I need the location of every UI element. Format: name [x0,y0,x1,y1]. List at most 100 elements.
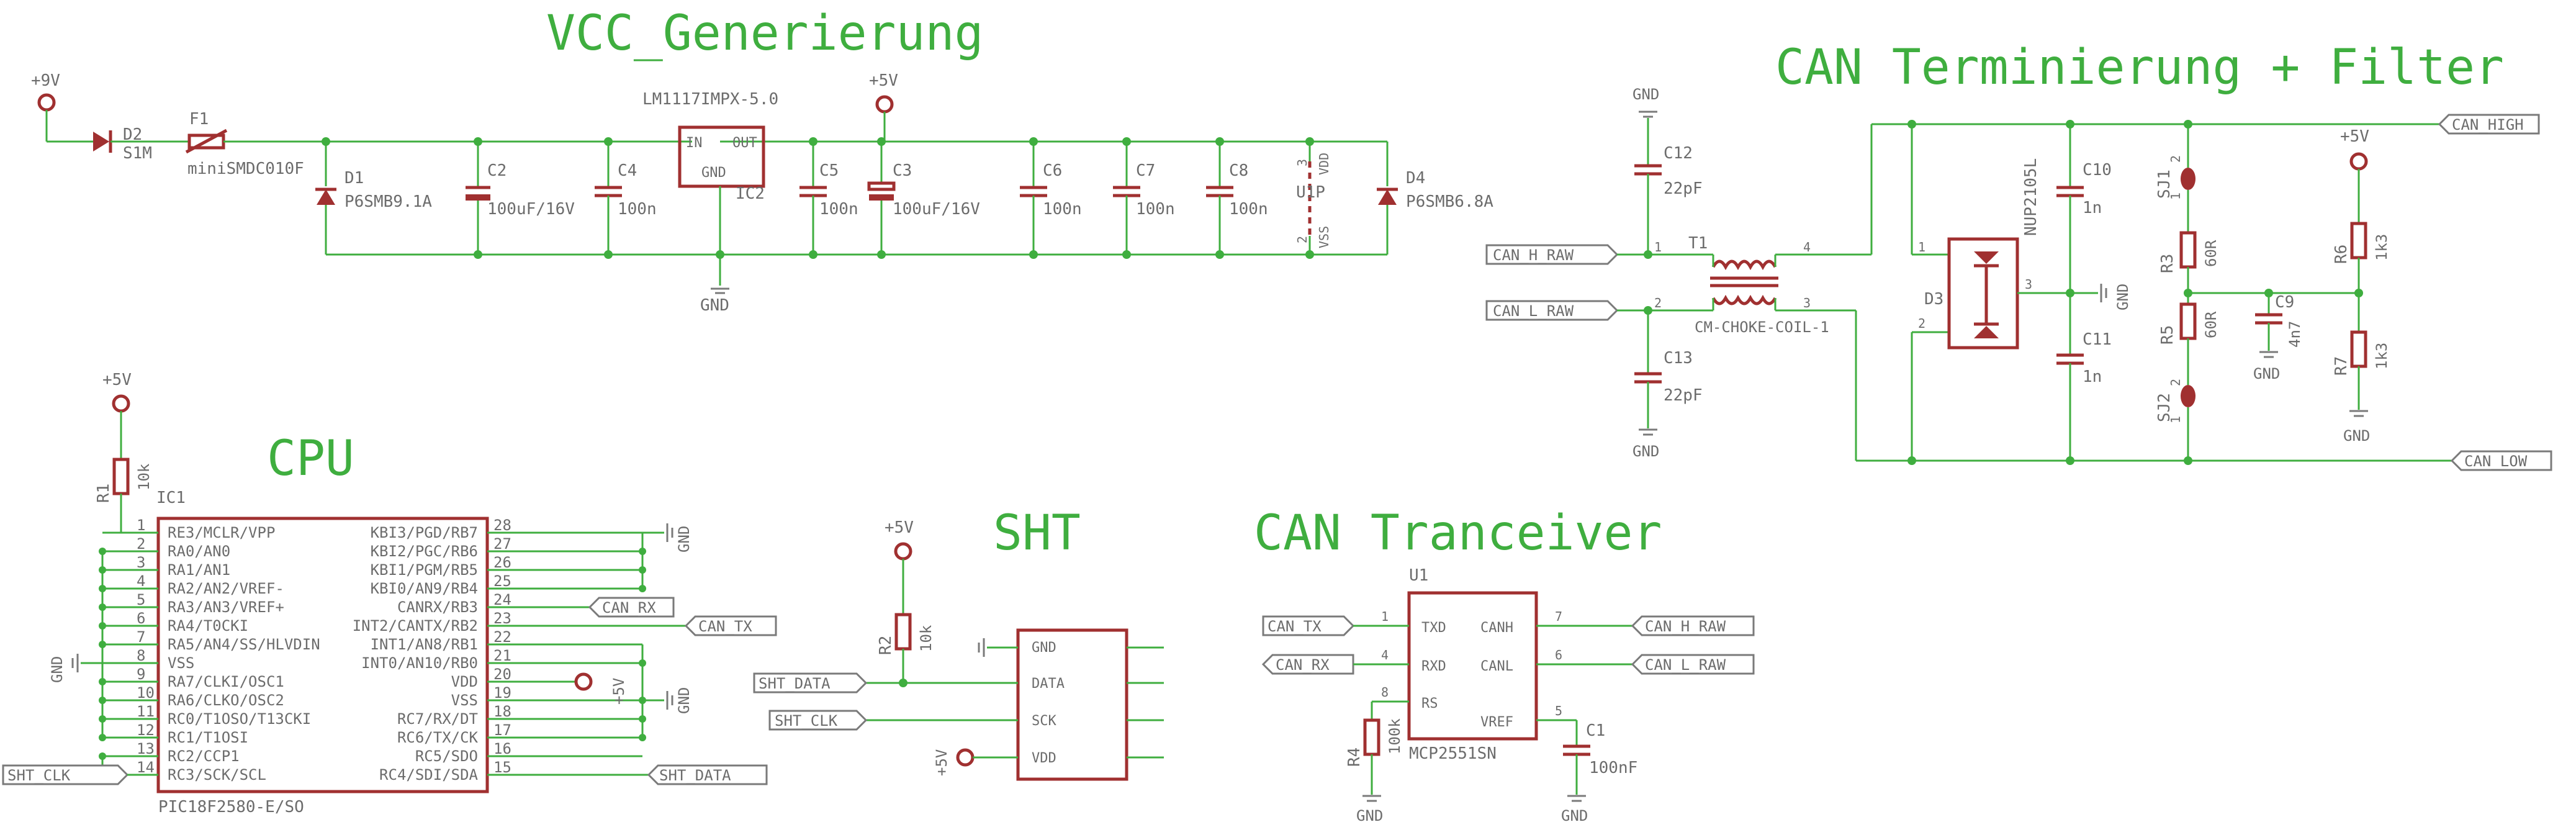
mcu-left-pin-number: 2 [137,535,145,553]
mcu-left-pin-name: RC2/CCP1 [168,747,240,765]
c10-label: C10 [2083,161,2112,179]
c1-label: C1 [1586,721,1605,740]
mcu-right-pin-name: VSS [451,692,478,709]
ic2-pin-in: IN [686,135,703,151]
d4-value: P6SMB6.8A [1406,192,1493,211]
mcu-left-pin-number: 12 [137,721,155,739]
supply-9v-symbol [37,93,56,112]
u1-pin7: 7 [1555,609,1562,624]
c2-value: 100uF/16V [487,200,575,219]
u1-pin-canl: CANL [1480,659,1513,674]
sj2-label: SJ2 [2155,393,2174,422]
t1-label: T1 [1688,234,1708,253]
d3-pin2: 2 [1918,316,1925,331]
u1-pin8: 8 [1381,685,1389,700]
mcu-right-pin-name: VDD [451,673,478,690]
mcu-left-pin-number: 14 [137,759,155,776]
resistor-r6 [2350,222,2367,260]
resistor-r2 [894,613,912,651]
f1-label: F1 [189,110,209,129]
mcu-right-pins: 28KBI3/PGD/RB727KBI2/PGC/RB626KBI1/PGM/R… [353,517,686,784]
u1-pin4: 4 [1381,648,1389,662]
ic2-value: LM1117IMPX-5.0 [642,90,778,109]
r5-value: 60R [2202,311,2220,338]
mcu-left-pin-name: RA1/AN1 [168,561,230,579]
u1-value: MCP2551SN [1409,744,1497,763]
c13-value: 22pF [1664,386,1703,405]
u1p-label: U1P [1296,183,1325,202]
vcc-section: +9V D2 S1M F1 miniSMDC010F D1 P6SMB9.1A … [31,71,1493,315]
cpu-can-tx-label: CAN_TX [698,618,752,635]
mcu-right-pin-name: KBI1/PGM/RB5 [371,561,478,579]
can-low-flag [2450,450,2552,471]
mcu-right-pin-name: KBI3/PGD/RB7 [371,524,478,541]
trx-can-h-raw-label: CAN_H_RAW [1645,618,1726,635]
title-cpu: CPU [267,431,354,487]
supply-9v-label: +9V [31,71,60,90]
cpu-sht-data-flag [647,764,768,785]
can-h-raw-label: CAN_H_RAW [1493,246,1574,264]
r1-supply-label: +5V [102,371,132,389]
mcu-left-pin-number: 6 [137,610,145,627]
c8-value: 100n [1229,200,1268,219]
supply-5v-r1-symbol [112,394,130,413]
title-can-terminierung: CAN Terminierung + Filter [1775,40,2504,96]
title-vcc-generierung: VCC_Generierung [546,6,983,61]
d1-label: D1 [345,169,364,187]
ic2-pin-gnd: GND [701,165,726,181]
d3-value: NUP2105L [2022,158,2040,236]
choke-t1-bottom-coil [1711,294,1777,305]
can-transceiver-section: U1 TXD RXD RS CANH CANL VREF MCP2551SN C… [1261,566,1755,822]
d3-pin1: 1 [1918,240,1925,255]
c12-label: C12 [1664,144,1693,163]
cpu-gnd-right-label: GND [675,687,693,714]
mcu-left-pin-number: 11 [137,703,155,720]
ic2-pin-out: OUT [732,135,757,151]
cpu-sht-clk-flag [2,764,129,785]
mcu-left-pin-name: RA5/AN4/SS/HLVDIN [168,636,320,653]
c10-value: 1n [2083,199,2102,217]
mcu-right-pin-name: INT2/CANTX/RB2 [353,617,478,635]
c6-label: C6 [1043,161,1062,180]
mcu-right-pin-name: KBI2/PGC/RB6 [371,543,478,560]
mcu-right-pin-name: RC7/RX/DT [397,710,478,728]
d4-label: D4 [1406,169,1425,187]
mcu-right-pin-number: 24 [493,591,511,608]
mcu-right-pin-number: 15 [493,759,511,776]
u1-pin-rs: RS [1421,696,1438,711]
mcu-ic1-body [156,517,489,793]
mcu-left-pin-name: RC1/T1OSI [168,729,248,746]
mcu-right-pin-number: 22 [493,628,511,646]
mcu-left-pin-name: RA4/T0CKI [168,617,248,635]
cap-c3-symbol [867,181,896,191]
sht-pin-data: DATA [1032,676,1065,692]
can-l-raw-flag [1485,300,1619,321]
u1-label: U1 [1409,566,1428,585]
can-low-label: CAN_LOW [2464,453,2528,470]
t1-pin3: 3 [1803,296,1811,310]
cpu-can-rx-label: CAN_RX [602,599,656,616]
mcu-left-pin-number: 13 [137,740,155,757]
sj2-pin2: 2 [2168,379,2183,386]
mcu-left-pin-name: RC3/SCK/SCL [168,766,266,784]
mcu-left-pin-number: 1 [137,517,145,534]
c3-label: C3 [893,161,912,180]
mcu-left-pin-name: RA6/CLKO/OSC2 [168,692,284,709]
c11-value: 1n [2083,368,2102,386]
esd-d3-diode-bottom [1974,326,1999,338]
sj1-label: SJ1 [2155,169,2174,199]
sht-section: +5V R2 10k GND DATA SCK VDD SHT_DATA SHT… [753,518,1164,781]
c6-value: 100n [1043,200,1082,219]
solder-jumper-sj2 [2181,385,2195,407]
transceiver-u1-body [1407,591,1538,741]
mcu-left-pin-number: 8 [137,647,145,664]
d3-pin3: 3 [2025,277,2032,292]
u1p-pin2: 2 [1295,236,1310,243]
trx-can-l-raw-flag [1631,654,1755,675]
mcu-right-pin-number: 25 [493,572,511,590]
sht-clk-label: SHT_CLK [775,712,838,729]
cpu-vdd-5v-label: +5V [610,678,628,705]
cpu-sht-clk-label: SHT_CLK [7,767,71,784]
trx-can-tx-label: CAN_TX [1268,618,1322,635]
